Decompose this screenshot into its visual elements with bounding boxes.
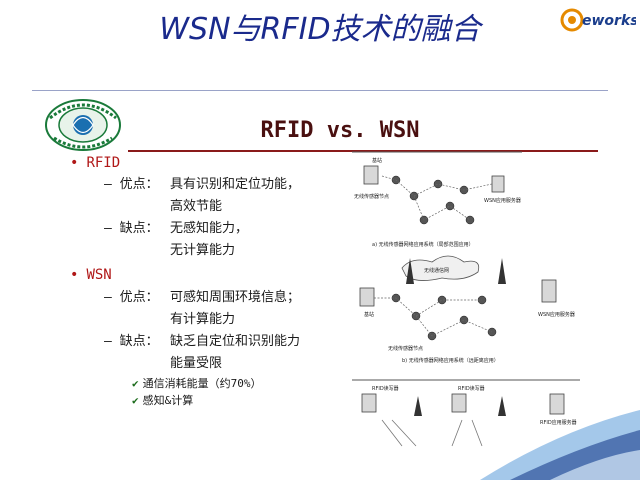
bullet-wsn: •WSN [70,267,112,283]
logo-text: eworks [582,13,636,29]
rfid-disadvantage-line-2: 无计算能力 [170,243,236,258]
wsn-advantage-line-2: 有计算能力 [170,312,236,327]
sensor-node-icon [437,295,447,305]
check-item-sensing: ✔感知&计算 [132,394,194,407]
bullet-dot-icon: • [70,267,79,283]
slide-title: WSN与RFID技术的融合 [159,12,481,47]
rfid-advantage-label: – 优点： [104,177,159,192]
rfid-disadvantage-label: – 缺点： [104,221,159,236]
wsn-disadvantage-label: – 缺点： [104,334,159,349]
rfid-reader-icon [361,393,377,413]
wsn-disadvantage-line-1: 缺乏自定位和识别能力 [170,334,301,349]
diagram-panel-c: RFID读写器 RFID读写器 RFID应用服务器 [352,379,580,447]
check-item-energy: ✔通信消耗能量（约70%） [132,377,262,390]
eworks-logo: eworks [560,8,636,32]
top-divider [32,90,608,91]
rfid-advantage-line-1: 具有识别和定位功能， [170,177,301,192]
rfid-disadvantage-line-1: 无感知能力， [170,221,249,236]
decorative-swoosh [480,410,640,480]
panel-a-base-station-label: 基站 [372,157,382,164]
panel-b-node-label: 无线传感器节点 [388,345,423,352]
wsn-server-icon [541,279,557,303]
panel-b-network-label: 无线通信网 [424,267,449,274]
antenna-icon [414,396,422,416]
sensor-node-icon [433,179,443,189]
diagram-panel-a: 基站 无线传感器节点 WSN应用服务器 a) 无线传感器网络应用系统（局部范围应… [352,151,522,248]
inner-title-underline [128,150,598,152]
university-emblem [45,99,121,151]
network-diagram: 基站 无线传感器节点 WSN应用服务器 a) 无线传感器网络应用系统（局部范围应… [352,151,580,447]
panel-b-base-station-label: 基站 [364,311,374,318]
rfid-server-icon [549,393,565,415]
sensor-node-icon [411,311,421,321]
wsn-advantage-label: – 优点： [104,290,159,305]
sensor-node-icon [465,215,475,225]
bullet-rfid: •RFID [70,155,121,171]
checkmark-icon: ✔ [132,377,139,390]
base-station-icon [363,165,379,185]
panel-b-server-label: WSN应用服务器 [538,311,575,318]
wsn-disadvantage-line-2: 能量受限 [170,356,223,371]
checkmark-icon: ✔ [132,394,139,407]
panel-a-caption: a) 无线传感器网络应用系统（局部范围应用） [372,241,474,248]
inner-slide-title: RFID vs. WSN [260,118,420,143]
panel-c-reader-2-label: RFID读写器 [458,385,485,392]
antenna-tower-icon [498,258,506,284]
antenna-tower-icon [406,258,414,284]
wsn-server-icon [491,175,505,193]
diagram-panel-b: 无线通信网 基站 WSN应用服务器 无线传感器节点 b) 无线传感器网络应用系统… [359,255,575,364]
panel-b-caption: b) 无线传感器网络应用系统（远距离应用） [402,357,499,364]
antenna-icon [498,396,506,416]
panel-a-server-label: WSN应用服务器 [484,197,521,204]
panel-c-reader-1-label: RFID读写器 [372,385,399,392]
panel-c-server-label: RFID应用服务器 [540,419,577,426]
base-station-icon [359,287,375,307]
cloud-icon [401,255,480,281]
rfid-reader-icon [451,393,467,413]
panel-a-node-label: 无线传感器节点 [354,193,389,200]
wsn-advantage-line-1: 可感知周围环境信息； [170,290,301,305]
rfid-advantage-line-2: 高效节能 [170,199,223,214]
bullet-dot-icon: • [70,155,79,171]
sensor-node-icon [445,201,455,211]
